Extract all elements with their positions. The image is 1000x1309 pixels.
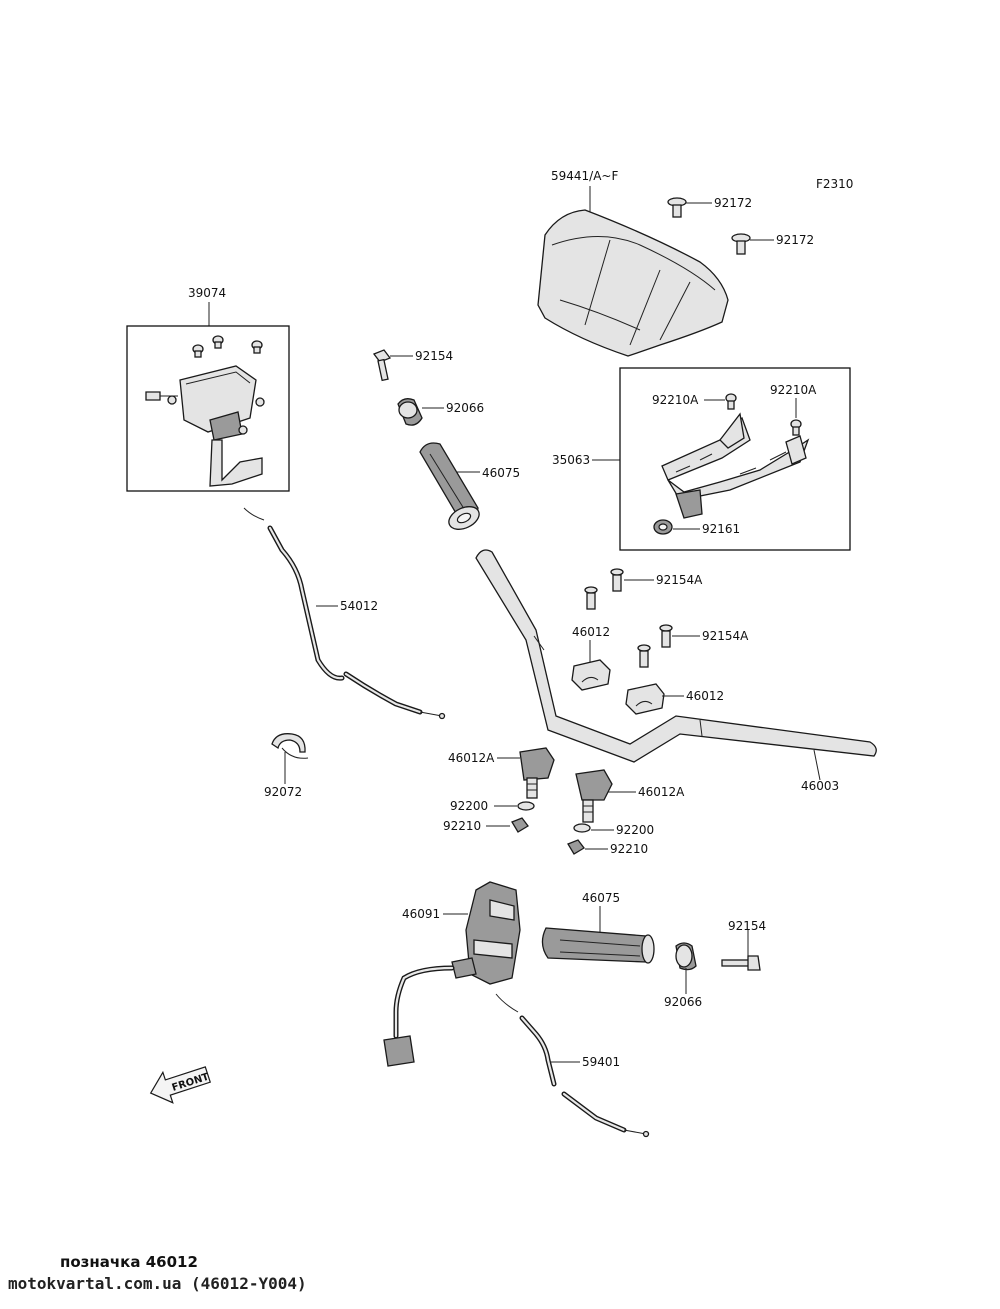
holder-46012-a bbox=[571, 659, 611, 691]
cable-59401 bbox=[495, 993, 650, 1138]
label-92154A-b: 92154A bbox=[702, 629, 749, 643]
label-46075-top: 46075 bbox=[482, 466, 520, 480]
label-92066-top: 92066 bbox=[446, 401, 484, 415]
label-92172-a: 92172 bbox=[714, 196, 752, 210]
screw-92172-a bbox=[667, 197, 687, 218]
bolt-92154-bottom bbox=[721, 955, 761, 971]
label-59441: 59441/A~F bbox=[551, 169, 618, 183]
label-92210-b: 92210 bbox=[610, 842, 648, 856]
bolts-92154A-a bbox=[584, 568, 624, 610]
label-46003: 46003 bbox=[801, 779, 839, 793]
label-46012A-b: 46012A bbox=[638, 785, 685, 799]
box-39074 bbox=[126, 325, 290, 492]
grip-46075-bottom bbox=[541, 927, 655, 964]
front-arrow-icon: FRONT bbox=[149, 1066, 211, 1104]
clamp-92072 bbox=[271, 733, 309, 759]
weight-92066-bottom bbox=[675, 942, 697, 971]
label-92154-bottom: 92154 bbox=[728, 919, 766, 933]
label-92072: 92072 bbox=[264, 785, 302, 799]
grip-46075-top bbox=[419, 442, 480, 530]
holder-46012A-b bbox=[575, 769, 613, 823]
bolt-92154-top bbox=[372, 349, 392, 382]
box-35063 bbox=[619, 367, 851, 551]
holder-46012A-a bbox=[519, 747, 555, 799]
label-46075-bottom: 46075 bbox=[582, 891, 620, 905]
footer-caption: позначка 46012 bbox=[60, 1253, 198, 1271]
label-92154-top: 92154 bbox=[415, 349, 453, 363]
mount-bracket bbox=[661, 393, 810, 519]
nut-92210-b bbox=[567, 839, 585, 855]
label-59401: 59401 bbox=[582, 1055, 620, 1069]
label-92161: 92161 bbox=[702, 522, 740, 536]
label-46091: 46091 bbox=[402, 907, 440, 921]
label-39074: 39074 bbox=[188, 286, 226, 300]
label-92154A-a: 92154A bbox=[656, 573, 703, 587]
nut-92210-a bbox=[511, 817, 529, 833]
holder-46012-b bbox=[625, 683, 665, 715]
bolts-92154A-b bbox=[637, 624, 673, 668]
screw-92172-b bbox=[731, 233, 751, 255]
label-92210A-b: 92210A bbox=[770, 383, 817, 397]
label-35063: 35063 bbox=[552, 453, 590, 467]
washer-92200-a bbox=[517, 801, 535, 811]
label-92172-b: 92172 bbox=[776, 233, 814, 247]
label-92200-a: 92200 bbox=[450, 799, 488, 813]
label-46012A-a: 46012A bbox=[448, 751, 495, 765]
switch-wiring bbox=[383, 965, 455, 1067]
nut-92161 bbox=[653, 519, 673, 535]
washer-92200-b bbox=[573, 823, 591, 833]
label-92200-b: 92200 bbox=[616, 823, 654, 837]
windshield bbox=[537, 209, 729, 357]
label-46012-a: 46012 bbox=[572, 625, 610, 639]
label-92210-a: 92210 bbox=[443, 819, 481, 833]
weight-92066-top bbox=[397, 398, 423, 426]
handlebar-46003 bbox=[475, 549, 877, 763]
footer-source: motokvartal.com.ua (46012-Y004) bbox=[8, 1274, 307, 1293]
cable-54012 bbox=[243, 507, 446, 720]
label-92210A-a: 92210A bbox=[652, 393, 699, 407]
switch-housing-46091 bbox=[451, 881, 521, 985]
label-46012-b: 46012 bbox=[686, 689, 724, 703]
label-54012: 54012 bbox=[340, 599, 378, 613]
master-cylinder bbox=[145, 335, 265, 487]
leader-46003 bbox=[813, 749, 821, 781]
label-92066-bottom: 92066 bbox=[664, 995, 702, 1009]
figure-code: F2310 bbox=[816, 177, 853, 191]
